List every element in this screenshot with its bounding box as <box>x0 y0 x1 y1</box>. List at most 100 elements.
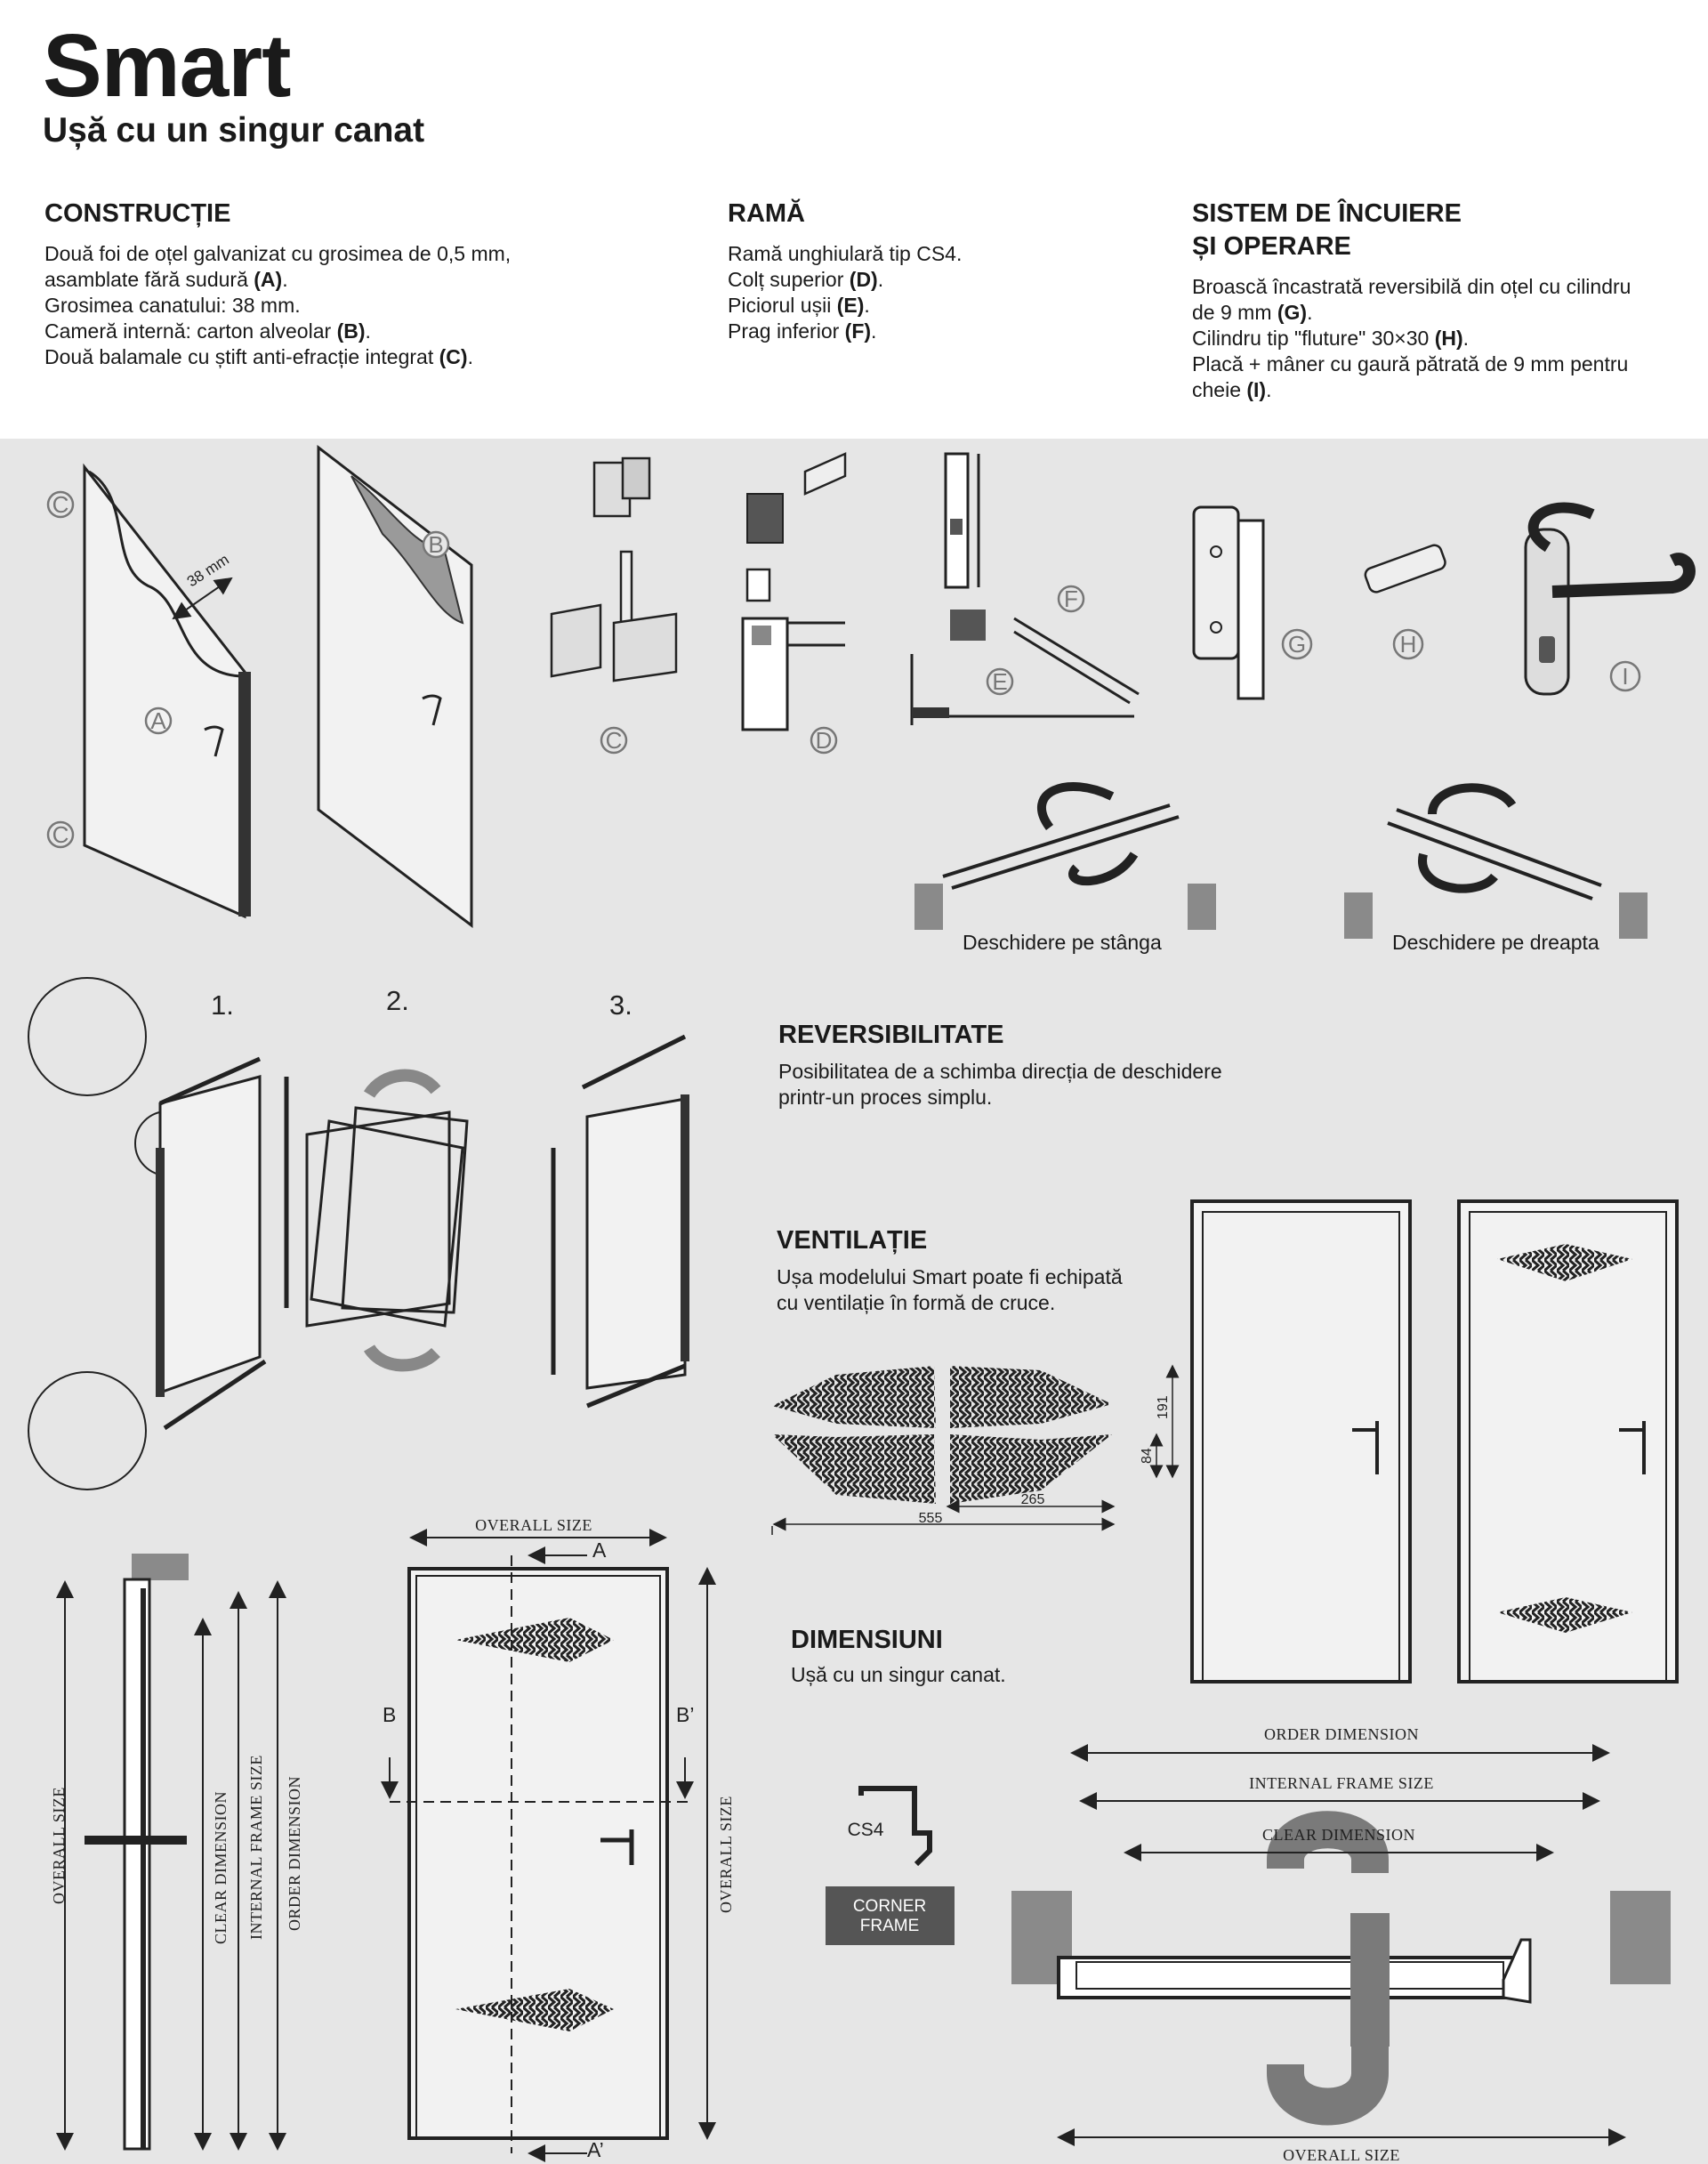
line-ref: (D) <box>849 268 878 291</box>
construction-line-2: asamblate fără sudură (A). <box>44 267 685 293</box>
line-ref: (B) <box>336 319 366 343</box>
door-side-section <box>56 1554 286 2151</box>
reversibility-section: REVERSIBILITATE Posibilitatea de a schim… <box>778 1021 1312 1110</box>
line-suffix: . <box>877 268 884 291</box>
construction-line-1: Două foi de oțel galvanizat cu grosimea … <box>44 241 685 267</box>
page-title: Smart <box>43 16 291 116</box>
reversibility-line-1: Posibilitatea de a schimba direcția de d… <box>778 1060 1222 1083</box>
line-ref: (C) <box>439 345 468 368</box>
frame-foot-illustration: F E <box>910 452 1140 725</box>
cylinder-illustration: H <box>1364 544 1446 660</box>
opening-right-label: Deschidere pe dreapta <box>1392 931 1599 954</box>
line-text: Cameră internă: carton alveolar <box>44 319 337 343</box>
line-text: Grosimea canatului: 38 mm. <box>44 294 301 317</box>
step-3-label: 3. <box>609 989 632 1021</box>
frame-lines: Ramă unghiulară tip CS4.Colț superior (D… <box>728 241 1137 344</box>
callout-f: F <box>1064 585 1078 612</box>
plan-overall-size: OVERALL SIZE <box>1283 2146 1400 2164</box>
line-text: Broască încastrată reversibilă din oțel … <box>1192 275 1631 298</box>
line-ref: (H) <box>1434 327 1463 350</box>
plan-order-dimension: ORDER DIMENSION <box>1264 1725 1419 1743</box>
corner-frame-label-2: FRAME <box>860 1917 920 1935</box>
reversibility-heading: REVERSIBILITATE <box>778 1021 1004 1049</box>
hinge-illustration: C <box>550 456 678 755</box>
line-suffix: . <box>282 268 288 291</box>
line-ref: (A) <box>254 268 283 291</box>
reversibility-steps-illustration <box>28 977 689 1490</box>
lock-illustration: G <box>1192 505 1313 700</box>
locking-heading-2: ȘI OPERARE <box>1192 232 1351 261</box>
vent-width-total: 555 <box>919 1511 943 1526</box>
side-clear-dimension: CLEAR DIMENSION <box>212 1791 230 1944</box>
door-front-plain <box>1190 1199 1412 1684</box>
line-ref: (F) <box>844 319 872 343</box>
construction-heading: CONSTRUCȚIE <box>44 199 231 228</box>
ventilation-grille-illustration <box>771 1364 1180 1535</box>
frame-corner-illustration: D <box>741 452 847 755</box>
vent-width-half: 265 <box>1021 1492 1045 1507</box>
door-leaf-illustration: 38 mm C C A <box>46 463 251 919</box>
line-suffix: . <box>1307 301 1313 324</box>
callout-c-top: C <box>52 491 69 518</box>
ventilation-section: VENTILAȚIE Ușa modelului Smart poate fi … <box>777 1226 1168 1316</box>
construction-section: CONSTRUCȚIE Două foi de oțel galvanizat … <box>44 198 685 370</box>
front-overall-size-top: OVERALL SIZE <box>475 1516 592 1534</box>
frame-line-3: Piciorul ușii (E). <box>728 293 1137 319</box>
opening-left-illustration <box>914 781 1216 930</box>
front-overall-size-side: OVERALL SIZE <box>717 1796 735 1913</box>
line-text: Cilindru tip "fluture" 30×30 <box>1192 327 1435 350</box>
line-suffix: . <box>1266 378 1272 401</box>
door-front-dimensioned <box>381 1529 716 2162</box>
thickness-label: 38 mm <box>184 551 232 590</box>
construction-line-4: Cameră internă: carton alveolar (B). <box>44 319 685 344</box>
dimensions-line-1: Ușă cu un singur canat. <box>791 1663 1006 1686</box>
vent-height-total: 191 <box>1156 1395 1171 1419</box>
ventilation-line-2: cu ventilație în formă de cruce. <box>777 1291 1056 1314</box>
side-order-dimension: ORDER DIMENSION <box>286 1776 303 1931</box>
step-2-label: 2. <box>386 985 409 1016</box>
locking-line-5: cheie (I). <box>1192 377 1690 403</box>
door-plan-section <box>1011 1744 1671 2146</box>
dimensions-heading: DIMENSIUNI <box>791 1626 943 1654</box>
line-suffix: . <box>365 319 371 343</box>
line-text: Piciorul ușii <box>728 294 837 317</box>
plan-clear-dimension: CLEAR DIMENSION <box>1262 1826 1415 1844</box>
ventilation-line-1: Ușa modelului Smart poate fi echipată <box>777 1265 1123 1288</box>
construction-lines: Două foi de oțel galvanizat cu grosimea … <box>44 241 685 370</box>
locking-line-2: de 9 mm (G). <box>1192 300 1690 326</box>
plan-internal-frame-size: INTERNAL FRAME SIZE <box>1249 1774 1434 1792</box>
side-internal-frame-size: INTERNAL FRAME SIZE <box>247 1755 265 1940</box>
frame-section: RAMĂ Ramă unghiulară tip CS4.Colț superi… <box>728 198 1137 344</box>
callout-a: A <box>150 707 166 734</box>
locking-line-4: Placă + mâner cu gaură pătrată de 9 mm p… <box>1192 351 1690 377</box>
opening-left-label: Deschidere pe stânga <box>963 931 1162 954</box>
locking-section: SISTEM DE ÎNCUIERE ȘI OPERARE Broască în… <box>1192 198 1690 403</box>
section-b-label: B <box>383 1703 396 1726</box>
callout-d: D <box>816 727 833 754</box>
line-text: Două balamale cu știft anti-efracție int… <box>44 345 439 368</box>
line-ref: (E) <box>836 294 865 317</box>
page-subtitle: Ușă cu un singur canat <box>43 111 425 149</box>
side-overall-size: OVERALL SIZE <box>50 1787 68 1904</box>
callout-c-hinge: C <box>606 727 623 754</box>
honeycomb-door-illustration: B <box>317 444 473 929</box>
frame-line-2: Colț superior (D). <box>728 267 1137 293</box>
locking-lines: Broască încastrată reversibilă din oțel … <box>1192 274 1690 403</box>
dimensions-section: DIMENSIUNI Ușă cu un singur canat. <box>791 1626 1147 1688</box>
construction-line-3: Grosimea canatului: 38 mm. <box>44 293 685 319</box>
corner-frame-label-1: CORNER <box>853 1897 926 1916</box>
callout-b: B <box>428 531 443 558</box>
cs4-label: CS4 <box>848 1820 884 1840</box>
locking-line-1: Broască încastrată reversibilă din oțel … <box>1192 274 1690 300</box>
line-ref: (I) <box>1246 378 1267 401</box>
line-suffix: . <box>871 319 877 343</box>
section-a2-label: A’ <box>587 2138 604 2161</box>
line-text: asamblate fără sudură <box>44 268 254 291</box>
line-text: Ramă unghiulară tip CS4. <box>728 242 963 265</box>
callout-i: I <box>1622 663 1628 690</box>
handle-illustration: I <box>1524 502 1696 696</box>
locking-line-3: Cilindru tip "fluture" 30×30 (H). <box>1192 326 1690 351</box>
section-a-label: A <box>592 1538 607 1562</box>
locking-heading-1: SISTEM DE ÎNCUIERE <box>1192 199 1462 228</box>
